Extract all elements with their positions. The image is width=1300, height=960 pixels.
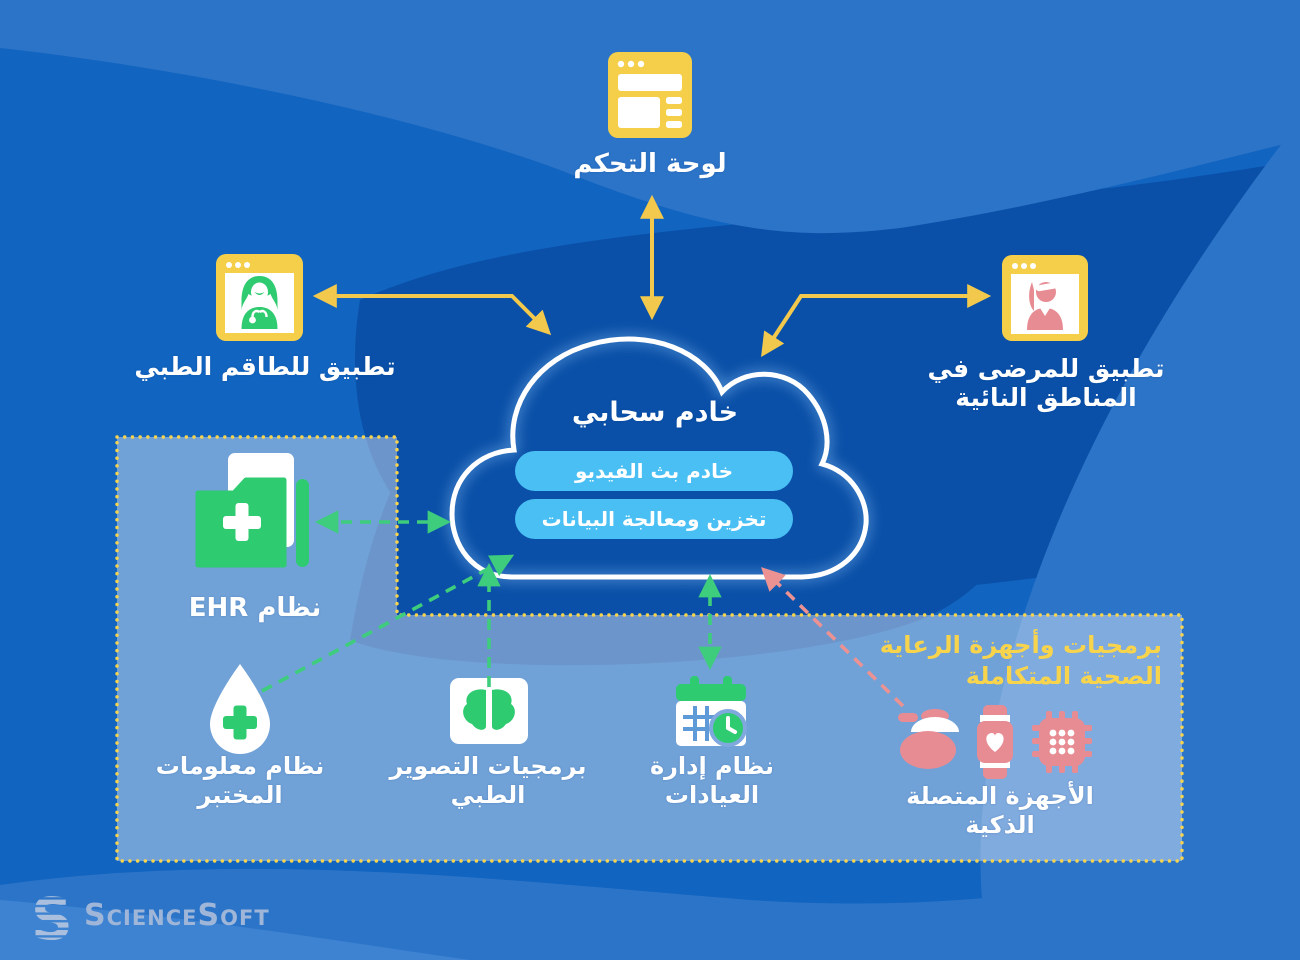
arrow-patient-app-cloud (761, 284, 992, 358)
patient-app-label: تطبيق للمرضى في المناطق النائية (880, 354, 1212, 412)
devices-label-line1: الأجهزة المتصلة (906, 782, 1094, 810)
panel-title-line1: برمجيات وأجهزة الرعاية (879, 631, 1162, 659)
devices-label: الأجهزة المتصلة الذكية (870, 782, 1130, 840)
data-storage-processing-pill: تخزين ومعالجة البيانات (515, 499, 793, 539)
staff-app-node (216, 254, 303, 341)
lab-drop-icon (210, 664, 270, 754)
svg-text:S: S (31, 892, 73, 946)
ehr-node (188, 453, 320, 571)
arrow-staff-app-cloud (312, 284, 552, 336)
sciencesoft-logo: S (30, 892, 78, 946)
clinic-label: نظام إدارة العيادات (582, 752, 842, 810)
panel-title-line2: الصحية المتكاملة (965, 662, 1162, 690)
chip-icon (1032, 711, 1092, 773)
dashboard-label: لوحة التحكم (573, 149, 727, 179)
lab-label-line2: المختبر (197, 781, 283, 809)
devices-label-line2: الذكية (965, 811, 1035, 839)
arrow-lab-cloud (261, 554, 515, 693)
clinic-label-line2: العيادات (664, 781, 760, 809)
imaging-label: برمجيات التصوير الطبي (358, 752, 618, 810)
patient-app-label-line1: تطبيق للمرضى في (927, 354, 1165, 383)
ehr-folder-icon (195, 453, 309, 568)
cloud-title: خادم سحابي (571, 397, 739, 428)
calendar-clock-icon (676, 676, 747, 747)
imaging-label-line2: الطبي (450, 781, 526, 809)
panel-title: برمجيات وأجهزة الرعاية الصحية المتكاملة (742, 630, 1162, 692)
video-streaming-server-pill: خادم بث الفيديو (515, 451, 793, 491)
devices-node (898, 705, 1098, 780)
clinic-node (672, 676, 752, 752)
dashboard-node (608, 52, 692, 138)
clinic-label-line1: نظام إدارة (649, 752, 775, 780)
patient-app-icon (1002, 255, 1088, 341)
sciencesoft-logo-mark-icon: S (31, 892, 73, 946)
lab-node (204, 662, 276, 758)
smart-devices-icons (898, 705, 1092, 779)
patient-app-label-line2: المناطق النائية (955, 383, 1137, 412)
sciencesoft-logo-text: ScienceSoft (84, 898, 270, 933)
imaging-node (450, 678, 528, 744)
staff-app-label: تطبيق للطاقم الطبي (134, 352, 396, 381)
medical-staff-app-icon (216, 254, 303, 341)
patient-app-node (1002, 255, 1088, 341)
ehr-label: نظام EHR (188, 593, 322, 623)
lab-label-line1: نظام معلومات (155, 752, 325, 780)
arrow-devices-cloud (760, 567, 905, 708)
imaging-label-line1: برمجيات التصوير (389, 752, 587, 780)
lab-label: نظام معلومات المختبر (110, 752, 370, 810)
cloud-outline (449, 336, 869, 580)
bp-monitor-icon (898, 709, 959, 769)
smartwatch-icon (977, 705, 1013, 779)
dashboard-icon (608, 52, 692, 138)
brain-icon (450, 678, 528, 744)
